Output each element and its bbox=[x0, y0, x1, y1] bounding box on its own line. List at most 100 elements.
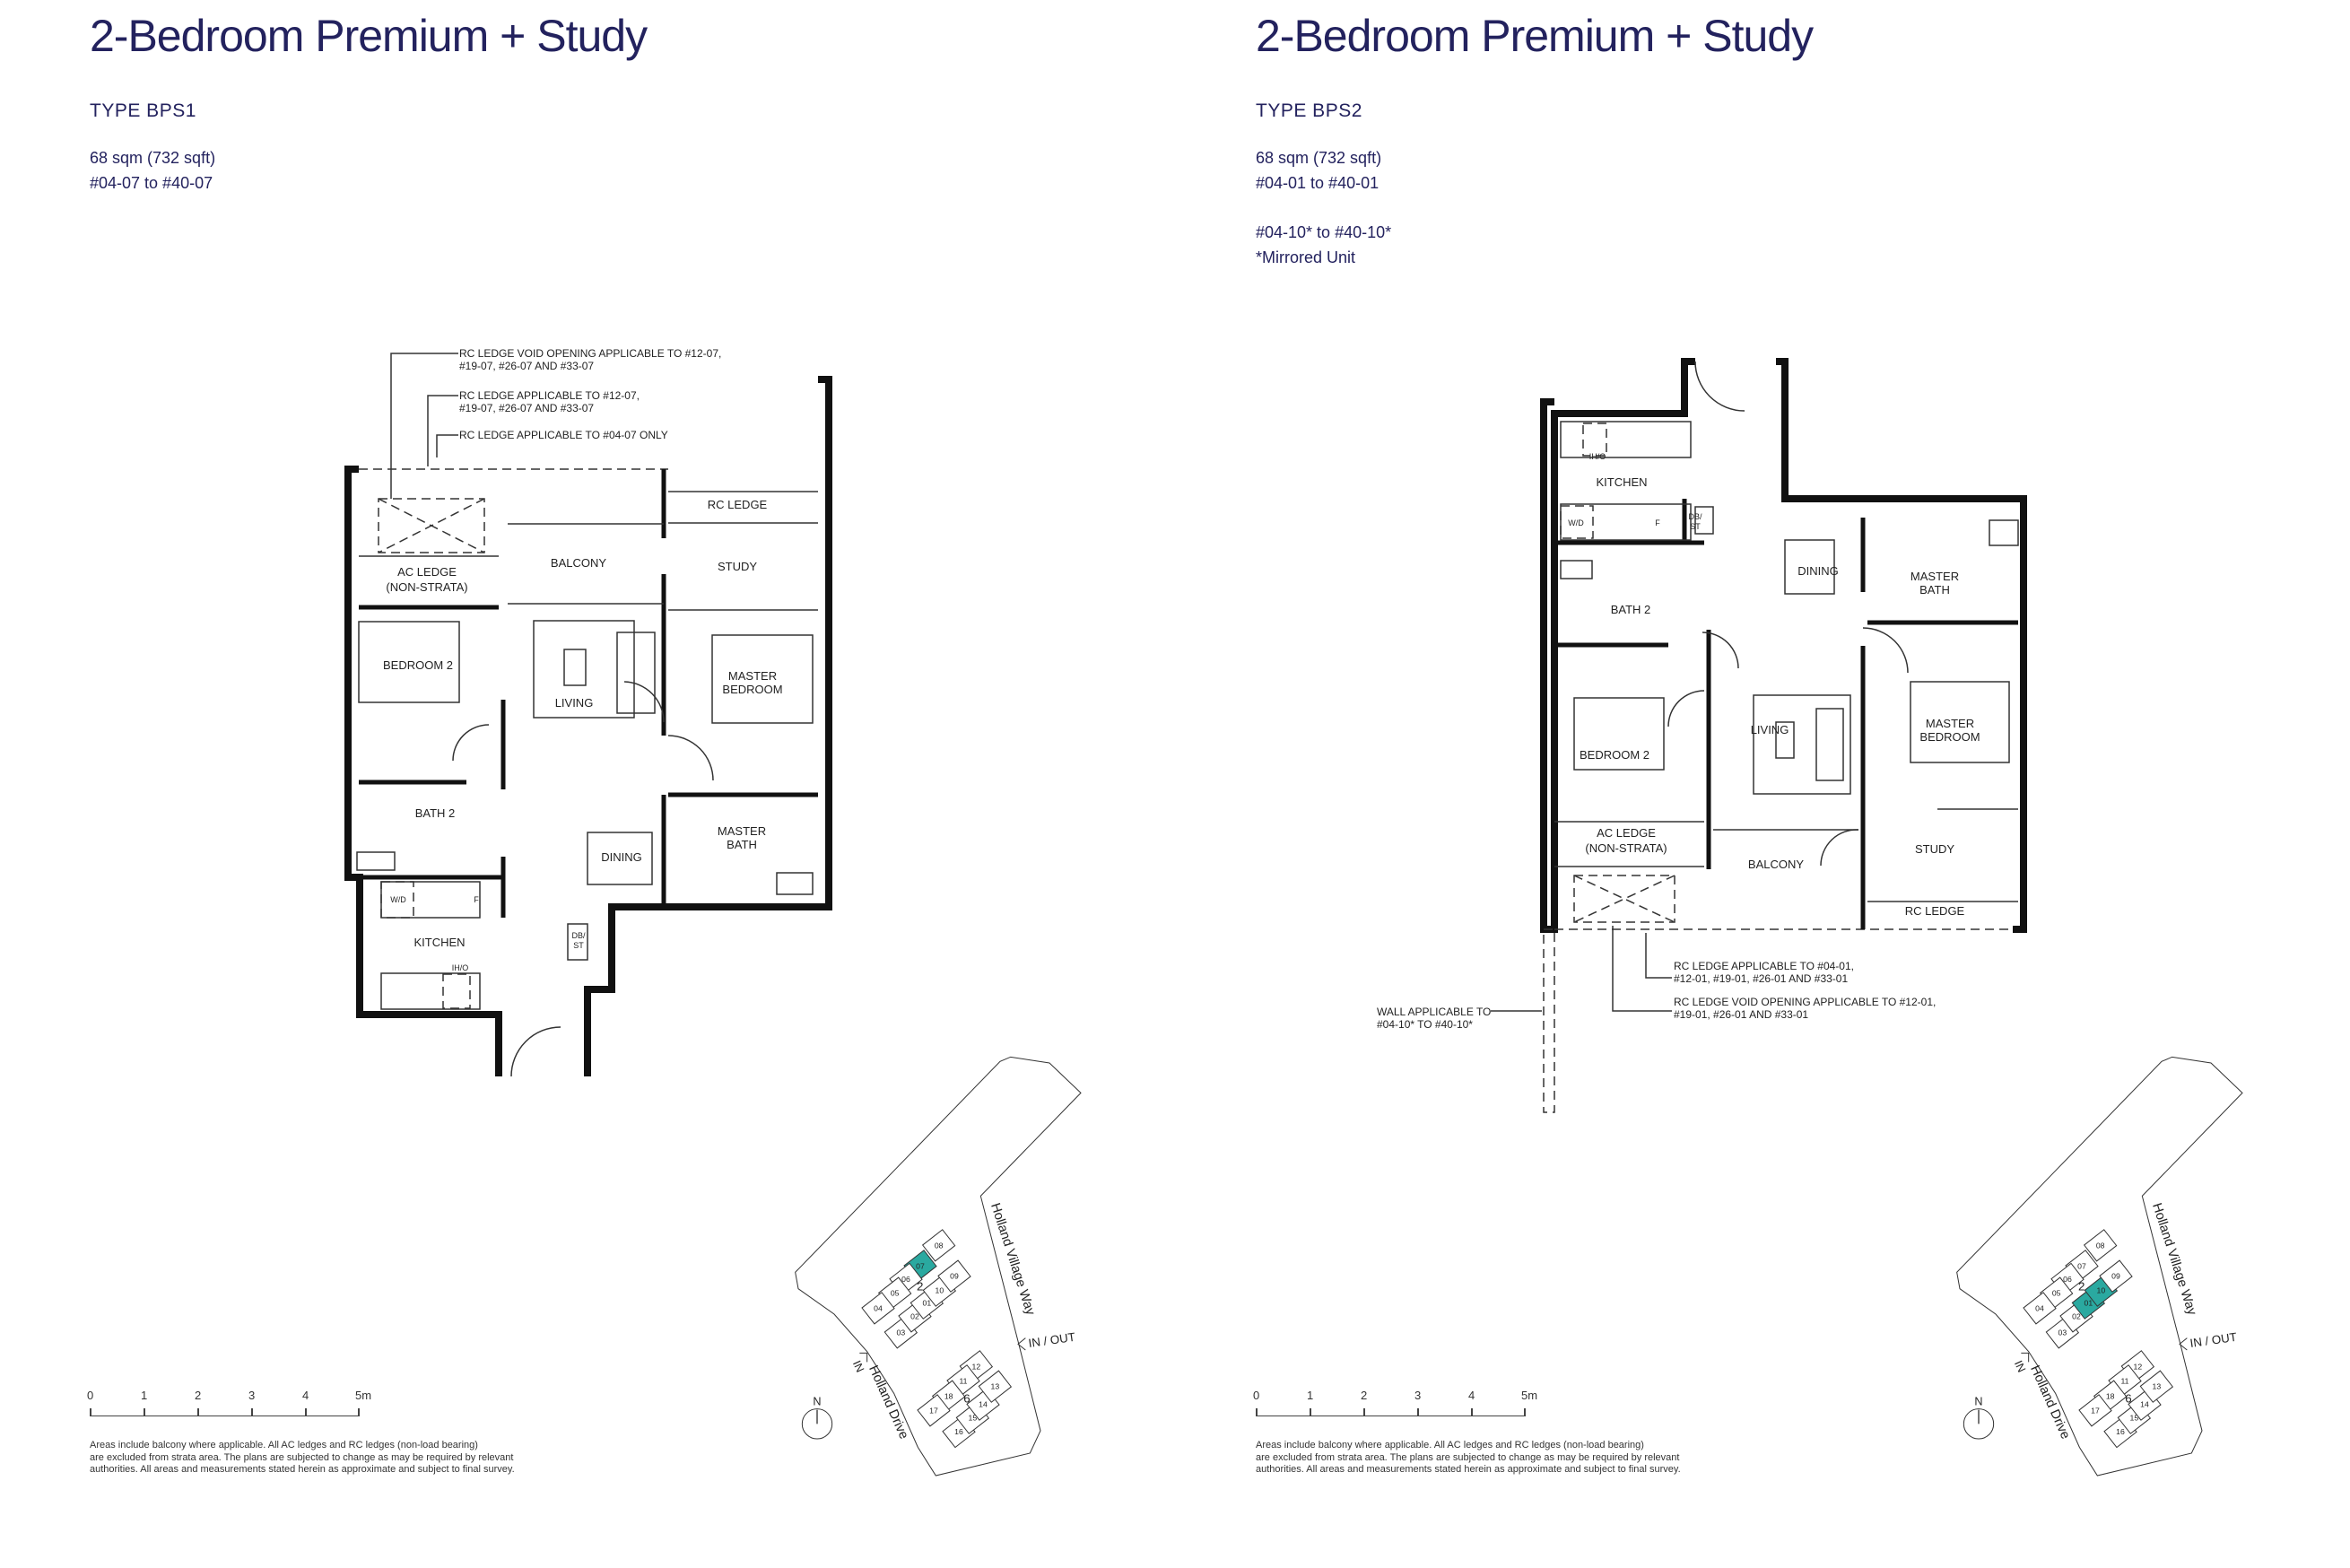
unit-type: TYPE BPS1 bbox=[90, 100, 196, 121]
disclaimer-line: authorities. All areas and measurements … bbox=[1256, 1464, 1681, 1475]
note-void-opening-2: #19-01, #26-01 AND #33-01 bbox=[1674, 1008, 1808, 1021]
mirrored-note: *Mirrored Unit bbox=[1256, 248, 1356, 266]
label-washer-dryer: W/D bbox=[390, 895, 406, 904]
site-boundary bbox=[1956, 1056, 2243, 1477]
road-label-holland-village-way: Holland Village Way bbox=[988, 1201, 1038, 1318]
site-unit-label: 08 bbox=[935, 1241, 944, 1250]
road-label-holland-drive: Holland Drive bbox=[866, 1363, 910, 1442]
block-label: 2 bbox=[2078, 1279, 2085, 1293]
site-unit-label: 15 bbox=[969, 1414, 978, 1423]
site-unit-label: 09 bbox=[2111, 1272, 2120, 1281]
room-label-master-bedroom: MASTER bbox=[728, 669, 777, 683]
disclaimer: Areas include balcony where applicable. … bbox=[90, 1440, 646, 1477]
site-boundary bbox=[795, 1056, 1082, 1477]
note-rc-ledge-2: #19-07, #26-07 AND #33-07 bbox=[459, 402, 594, 414]
scale-label: 0 bbox=[1253, 1389, 1260, 1402]
north-label: N bbox=[1974, 1396, 1982, 1408]
entry-label-in: IN bbox=[850, 1359, 866, 1374]
room-label-master-bedroom-2: BEDROOM bbox=[1919, 730, 1980, 744]
site-unit-label: 08 bbox=[2096, 1241, 2105, 1250]
scale-bar: 0 1 2 3 4 5m bbox=[87, 1389, 386, 1424]
site-unit-label: 06 bbox=[2063, 1275, 2072, 1284]
room-label-bath-2: BATH 2 bbox=[415, 806, 456, 820]
site-unit-label: 15 bbox=[2130, 1414, 2139, 1423]
disclaimer-line: are excluded from strata area. The plans… bbox=[90, 1451, 514, 1463]
north-arrow-icon bbox=[1963, 1408, 1995, 1440]
site-unit-a-08 bbox=[2083, 1229, 2118, 1262]
plan-header-bps1: 2-Bedroom Premium + Study TYPE BPS1 68 s… bbox=[90, 9, 648, 196]
room-label-balcony: BALCONY bbox=[1748, 858, 1804, 871]
unit-range: #04-07 to #40-07 bbox=[90, 174, 213, 192]
mirrored-unit-range: #04-10* to #40-10* bbox=[1256, 223, 1392, 241]
site-unit-b-13 bbox=[2139, 1370, 2174, 1403]
disclaimer-line: Areas include balcony where applicable. … bbox=[1256, 1440, 1644, 1450]
disclaimer-line: Areas include balcony where applicable. … bbox=[90, 1440, 478, 1450]
scale-label: 5m bbox=[1521, 1389, 1538, 1402]
site-unit-label: 01 bbox=[2085, 1299, 2093, 1308]
note-rc-ledge: RC LEDGE APPLICABLE TO #12-07, bbox=[459, 389, 640, 402]
site-unit-label: 13 bbox=[2153, 1382, 2162, 1391]
site-plan-right: 08070605040302011009121118171615141326Ho… bbox=[1956, 1056, 2243, 1477]
room-label-master-bedroom: MASTER bbox=[1926, 717, 1974, 730]
room-label-kitchen: KITCHEN bbox=[1596, 475, 1647, 489]
disclaimer-line: are excluded from strata area. The plans… bbox=[1256, 1451, 1680, 1463]
room-label-master-bath: MASTER bbox=[1910, 570, 1959, 583]
room-label-bath-2: BATH 2 bbox=[1611, 603, 1651, 616]
north-arrow-icon bbox=[801, 1408, 833, 1440]
plan-header-bps2: 2-Bedroom Premium + Study TYPE BPS2 68 s… bbox=[1256, 9, 1814, 270]
note-rc-ledge-2: #12-01, #19-01, #26-01 AND #33-01 bbox=[1674, 972, 1848, 985]
room-label-living: LIVING bbox=[1751, 723, 1789, 736]
note-wall: WALL APPLICABLE TO bbox=[1377, 1006, 1491, 1018]
label-fridge: F bbox=[1655, 518, 1660, 527]
room-label-kitchen: KITCHEN bbox=[413, 936, 465, 949]
note-rc-ledge: RC LEDGE APPLICABLE TO #04-01, bbox=[1674, 960, 1854, 972]
scale-label: 2 bbox=[195, 1389, 202, 1402]
entry-label-in-out: IN / OUT bbox=[2189, 1330, 2238, 1350]
room-label-master-bath: MASTER bbox=[718, 824, 766, 838]
site-unit-label: 13 bbox=[991, 1382, 1000, 1391]
site-unit-label: 07 bbox=[2077, 1261, 2086, 1270]
room-label-ac-ledge-sub: (NON-STRATA) bbox=[386, 580, 467, 594]
site-unit-label: 18 bbox=[2106, 1392, 2115, 1401]
site-unit-label: 12 bbox=[2134, 1362, 2143, 1371]
block-label: 6 bbox=[963, 1391, 970, 1405]
room-label-master-bath-2: BATH bbox=[1919, 583, 1950, 597]
label-hob-oven: IH/O bbox=[1589, 452, 1606, 461]
scale-label: 1 bbox=[141, 1389, 148, 1402]
site-unit-label: 01 bbox=[923, 1299, 932, 1308]
room-label-dining: DINING bbox=[601, 850, 642, 864]
site-unit-b-17 bbox=[917, 1394, 951, 1427]
scale-label: 3 bbox=[1414, 1389, 1422, 1402]
entry-label-in-out: IN / OUT bbox=[1028, 1330, 1076, 1350]
site-unit-b-13 bbox=[978, 1370, 1013, 1403]
site-unit-label: 04 bbox=[874, 1303, 883, 1312]
unit-range: #04-01 to #40-01 bbox=[1256, 174, 1380, 192]
room-label-bedroom-2: BEDROOM 2 bbox=[1580, 748, 1649, 762]
room-label-ac-ledge: AC LEDGE bbox=[397, 565, 457, 579]
scale-label: 0 bbox=[87, 1389, 94, 1402]
block-label: 2 bbox=[917, 1279, 923, 1293]
scale-label: 3 bbox=[248, 1389, 256, 1402]
scale-label: 1 bbox=[1307, 1389, 1314, 1402]
site-unit-label: 05 bbox=[2052, 1289, 2061, 1298]
scale-label: 2 bbox=[1361, 1389, 1368, 1402]
scale-label: 5m bbox=[355, 1389, 372, 1402]
room-label-ac-ledge: AC LEDGE bbox=[1597, 826, 1656, 840]
scale-label: 4 bbox=[1468, 1389, 1475, 1402]
site-unit-label: 18 bbox=[944, 1392, 953, 1401]
note-void-opening: RC LEDGE VOID OPENING APPLICABLE TO #12-… bbox=[1674, 996, 1936, 1008]
road-label-holland-drive: Holland Drive bbox=[2027, 1363, 2072, 1442]
room-label-ac-ledge-sub: (NON-STRATA) bbox=[1585, 841, 1667, 855]
site-unit-label: 11 bbox=[2121, 1376, 2129, 1385]
unit-area: 68 sqm (732 sqft) bbox=[1256, 149, 1382, 167]
page-title: 2-Bedroom Premium + Study bbox=[1256, 11, 1814, 61]
label-db-st-2: ST bbox=[1690, 522, 1701, 531]
scale-bar: 0 1 2 3 4 5m bbox=[1253, 1389, 1552, 1424]
room-label-living: LIVING bbox=[555, 696, 594, 710]
site-unit-label: 10 bbox=[936, 1286, 944, 1295]
site-unit-b-17 bbox=[2078, 1394, 2112, 1427]
site-unit-label: 07 bbox=[916, 1261, 925, 1270]
unit-area: 68 sqm (732 sqft) bbox=[90, 149, 216, 167]
note-rc-ledge-0407: RC LEDGE APPLICABLE TO #04-07 ONLY bbox=[459, 429, 668, 441]
